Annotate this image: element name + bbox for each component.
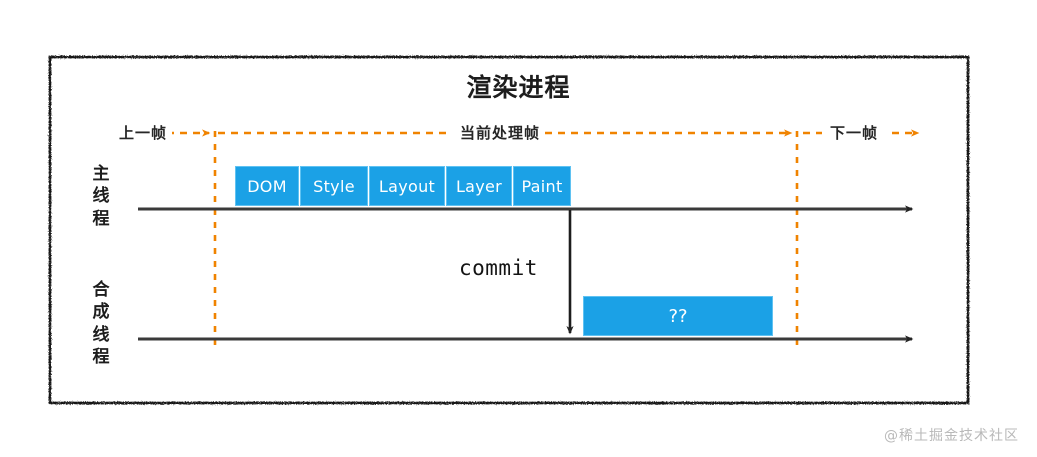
- label-current-frame: 当前处理帧: [455, 122, 546, 143]
- commit-label: commit: [459, 256, 538, 280]
- pipeline-stage-box: Layout: [369, 166, 445, 206]
- label-next-frame: 下一帧: [825, 122, 884, 143]
- sketch-frame-border: [48, 55, 970, 405]
- thread-label-char: 线: [92, 186, 110, 207]
- thread-label-char: 程: [92, 208, 110, 229]
- pipeline-stage-box: Style: [300, 166, 368, 206]
- pipeline-stage-box: Paint: [513, 166, 571, 206]
- thread-label-compositor: 合成线程: [88, 279, 114, 369]
- thread-label-char: 程: [92, 347, 110, 368]
- thread-label-main: 主线程: [88, 163, 114, 230]
- watermark: @稀土掘金技术社区: [884, 428, 1019, 444]
- thread-label-char: 主: [92, 164, 110, 184]
- compositor-work-box: ??: [583, 296, 773, 336]
- page-title: 渲染进程: [466, 73, 571, 102]
- thread-label-char: 线: [92, 324, 110, 345]
- pipeline-stage-box: Layer: [446, 166, 512, 206]
- thread-label-char: 成: [92, 302, 110, 323]
- label-previous-frame: 上一帧: [114, 122, 173, 143]
- pipeline-stage-box: DOM: [235, 166, 299, 206]
- thread-label-char: 合: [92, 280, 110, 300]
